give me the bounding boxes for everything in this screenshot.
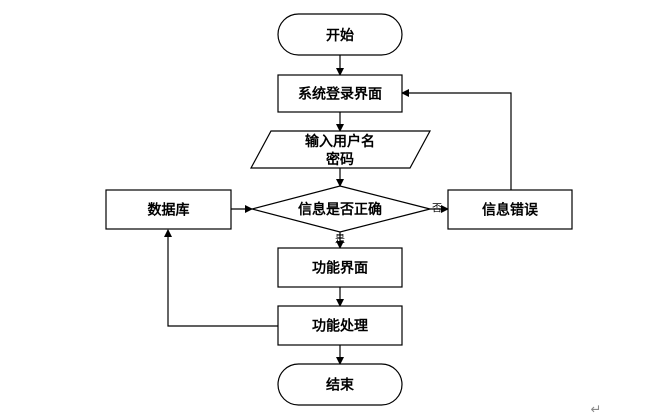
function-proc-box [277, 305, 403, 346]
node-end: 结束 [277, 363, 403, 406]
node-function-ui: 功能界面 [277, 247, 403, 288]
edge-label-yes: 是 [335, 234, 345, 246]
start-label: 开始 [326, 27, 354, 43]
end-terminator [277, 363, 403, 406]
node-start: 开始 [277, 13, 403, 56]
end-label: 结束 [326, 377, 355, 393]
login-label: 系统登录界面 [298, 86, 382, 102]
function-ui-label: 功能界面 [312, 260, 368, 276]
input-label-line1: 输入用户名 [305, 133, 375, 149]
error-label: 信息错误 [482, 202, 539, 218]
start-terminator [277, 13, 403, 56]
login-process-box [277, 74, 403, 113]
error-box [447, 189, 573, 230]
input-label-line2: 密码 [325, 151, 354, 167]
node-error: 信息错误 [447, 189, 573, 230]
input-parallelogram [249, 130, 432, 169]
function-proc-label: 功能处理 [312, 318, 368, 334]
node-decision: 信息是否正确 [249, 185, 431, 233]
edge-error-login [401, 89, 512, 190]
decision-label: 信息是否正确 [298, 201, 382, 217]
node-database: 数据库 [105, 189, 232, 230]
node-input: 输入用户名 密码 [249, 130, 432, 169]
database-box [105, 189, 232, 230]
flow-edges [164, 55, 512, 365]
decision-diamond [249, 185, 431, 233]
node-login: 系统登录界面 [277, 74, 403, 113]
edge-proc-database [164, 229, 278, 327]
paragraph-mark: ↵ [591, 403, 602, 417]
node-function-proc: 功能处理 [277, 305, 403, 346]
function-ui-box [277, 247, 403, 288]
edge-label-no: 否 [432, 203, 442, 215]
database-label: 数据库 [148, 202, 190, 218]
